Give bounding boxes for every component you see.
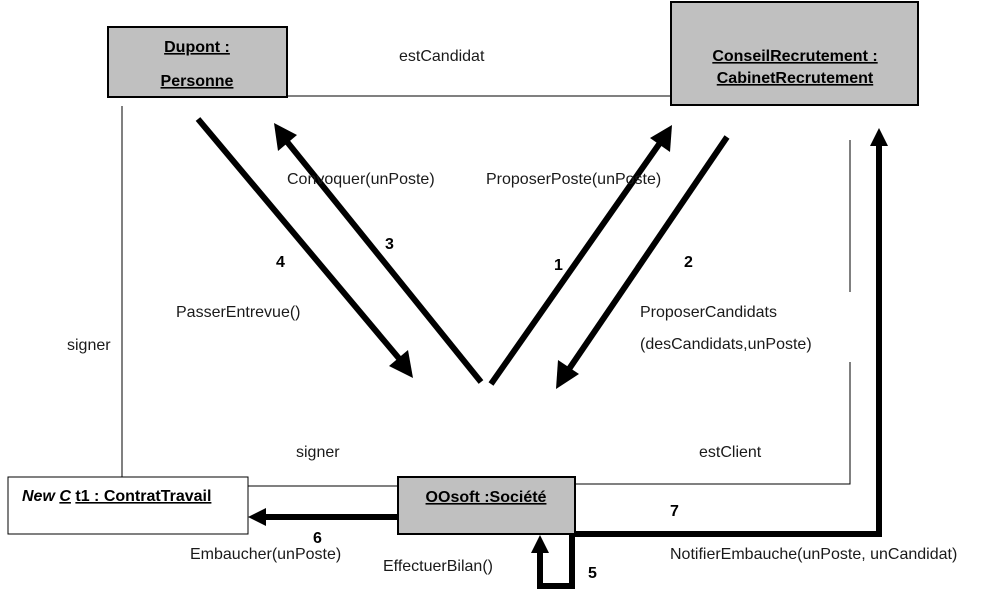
message-2-number: 2 [684, 254, 693, 271]
message-5-label: EffectuerBilan() [383, 558, 493, 575]
message-2-label-args: (desCandidats,unPoste) [640, 336, 812, 353]
message-4-label: PasserEntrevue() [176, 304, 301, 321]
message-7-number: 7 [670, 503, 679, 520]
message-1-number: 1 [554, 257, 563, 274]
object-conseil-recrutement[interactable]: ConseilRecrutement : CabinetRecrutement [670, 1, 919, 106]
object-conseil-line1: ConseilRecrutement : [712, 48, 877, 65]
object-contrat-box [7, 476, 249, 535]
message-7-label: NotifierEmbauche(unPoste, unCandidat) [670, 546, 957, 563]
object-conseil-line2: CabinetRecrutement [717, 70, 874, 87]
object-contrat-name: t1 : ContratTravail [75, 488, 211, 505]
message-5-number: 5 [588, 565, 597, 582]
link-est-client-lower [575, 362, 851, 485]
object-conseil-box [670, 1, 919, 106]
label-est-client: estClient [699, 444, 762, 461]
label-est-candidat: estCandidat [399, 48, 485, 65]
label-signer-bottom: signer [296, 444, 340, 461]
message-4-arrow [195, 117, 413, 378]
object-oosoft-name: OOsoft :Société [426, 489, 547, 506]
message-6-arrow [248, 508, 398, 526]
message-3-number: 3 [385, 236, 394, 253]
object-dupont-line2: Personne [161, 73, 234, 90]
message-1-label: ProposerPoste(unPoste) [486, 171, 661, 188]
object-dupont-line1: Dupont : [164, 39, 230, 56]
object-oosoft-box [397, 476, 576, 535]
message-2-label: ProposerCandidats [640, 304, 777, 321]
message-4-number: 4 [276, 254, 285, 271]
message-3-label: Convoquer(unPoste) [287, 171, 435, 188]
message-3-arrow [274, 123, 484, 384]
object-dupont-box [107, 26, 288, 98]
label-signer-left: signer [67, 337, 111, 354]
message-1-arrow [488, 125, 672, 386]
object-contrat-new-keyword: New [22, 488, 56, 505]
object-oosoft[interactable]: OOsoft :Société [397, 476, 576, 535]
message-5-arrow [531, 534, 575, 589]
svg-text:New C t1 : Contrat: New C t1 : ContratTravail [22, 488, 211, 505]
message-7-arrow [575, 128, 888, 537]
object-contrat-c-keyword: C [59, 488, 71, 505]
object-contrat-travail[interactable]: New C t1 : ContratTravail [7, 476, 249, 535]
message-6-number: 6 [313, 530, 322, 547]
message-6-label: Embaucher(unPoste) [190, 546, 341, 563]
message-2-arrow [556, 135, 730, 389]
object-dupont[interactable]: Dupont : Personne [107, 26, 288, 98]
